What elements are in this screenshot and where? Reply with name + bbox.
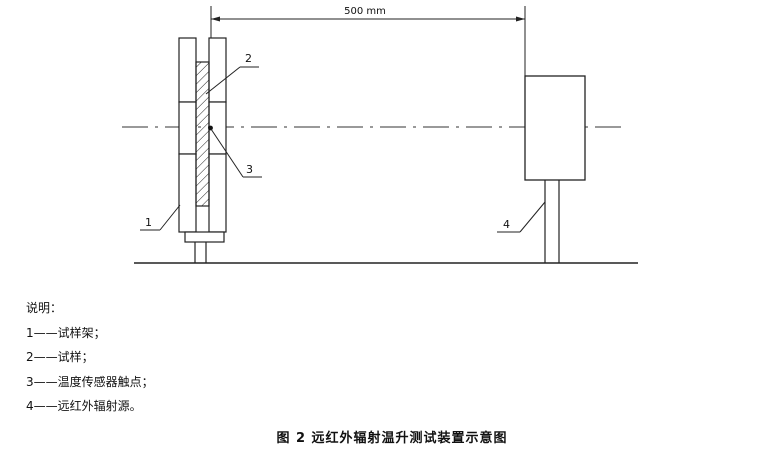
svg-text:4: 4 [503,218,510,231]
dimension-500mm: 500 mm [210,6,526,76]
svg-text:3: 3 [246,163,253,176]
callout-4: 4 [497,201,546,233]
legend-item-2: 2——试样； [26,350,94,364]
legend-item-4: 4——远红外辐射源。 [26,399,142,413]
specimen [195,61,210,207]
callout-1: 1 [140,204,181,231]
sensor-contact-dot [208,125,213,131]
legend: 说明： 1——试样架； 2——试样； 3——温度传感器触点； 4——远红外辐射源… [26,296,154,419]
infrared-source [524,75,586,263]
legend-heading: 说明： [26,301,63,315]
dimension-label: 500 mm [344,6,386,17]
test-apparatus-diagram: 500 mm 1 2 3 [122,6,638,264]
legend-item-3: 3——温度传感器触点； [26,374,154,389]
svg-text:1: 1 [145,216,152,229]
callout-2: 2 [205,52,259,95]
callout-3: 3 [210,128,262,178]
figure-caption: 图 2 远红外辐射温升测试装置示意图 [276,431,508,446]
legend-item-1: 1——试样架； [26,325,106,340]
svg-text:2: 2 [245,52,252,65]
